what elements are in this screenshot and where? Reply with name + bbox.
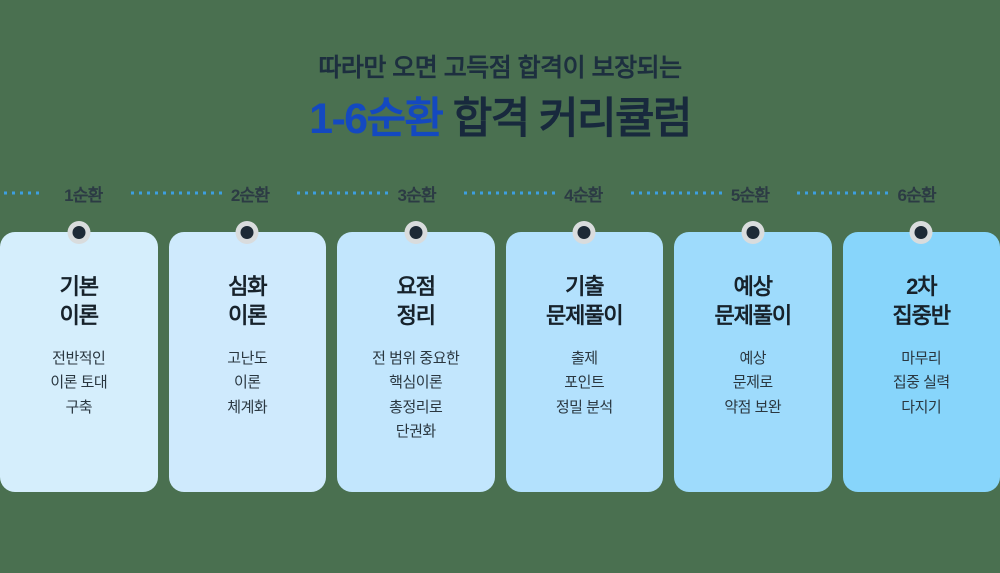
page-title-rest: 합격 커리큘럼 [442,94,693,143]
card-title: 기본 이론 [59,274,99,329]
heading-block: 따라만 오면 고득점 합격이 보장되는 1-6순환 합격 커리큘럼 [0,52,1000,146]
card-description: 출제 포인트 정밀 분석 [555,350,613,416]
step-label-4: 4순환 [564,185,603,205]
pin-dot-icon [404,221,428,244]
pin-dot-icon [909,221,933,244]
pin-dot-icon [741,221,765,244]
card-title: 기출 문제풀이 [545,274,624,329]
pin-dot-icon [67,221,91,244]
curriculum-card-row: 기본 이론 전반적인 이론 토대 구축 심화 이론 고난도 이론 체계화 요점 … [0,221,1000,492]
step-cell-5: 5순환 [667,180,892,206]
curriculum-card[interactable]: 기출 문제풀이 출제 포인트 정밀 분석 [505,221,663,492]
page-title-accent: 1-6순환 [309,94,444,143]
curriculum-card[interactable]: 심화 이론 고난도 이론 체계화 [168,221,326,492]
connector-dots [297,191,392,195]
connector-dots [797,191,892,195]
step-label-3: 3순환 [397,185,437,205]
step-cell-6: 6순환 [833,180,1000,206]
step-label-5: 5순환 [730,185,770,205]
heading-subtitle: 따라만 오면 고득점 합격이 보장되는 [318,54,682,82]
step-cell-4: 4순환 [500,180,725,206]
card-description: 예상 문제로 약점 보완 [724,350,782,416]
card-title: 2차 집중반 [892,274,952,329]
card-description: 마무리 집중 실력 다지기 [892,350,950,416]
step-label-row: 1순환 2순환 3순환 4순환 5순환 6순환 [0,180,1000,206]
card-description: 전 범위 중요한 핵심이론 총정리로 단권화 [372,350,460,440]
card-title: 예상 문제풀이 [714,274,792,329]
card-title: 심화 이론 [228,274,267,329]
card-description: 전반적인 이론 토대 구축 [50,350,108,416]
connector-dots [464,191,559,195]
curriculum-card[interactable]: 2차 집중반 마무리 집중 실력 다지기 [842,221,1000,492]
step-cell-3: 3순환 [333,180,559,206]
card-description: 고난도 이론 체계화 [227,350,268,416]
connector-dots [0,191,44,195]
card-title: 요점 정리 [396,274,436,329]
step-label-2: 2순환 [230,185,270,205]
step-cell-1: 1순환 [0,180,225,206]
pin-dot-icon [235,221,259,244]
step-label-1: 1순환 [64,185,103,205]
curriculum-card[interactable]: 기본 이론 전반적인 이론 토대 구축 [0,221,158,492]
curriculum-card[interactable]: 예상 문제풀이 예상 문제로 약점 보완 [674,221,832,492]
page-title: 1-6순환 합격 커리큘럼 [0,93,1000,147]
connector-dots [630,191,725,195]
pin-dot-icon [572,221,596,244]
step-cell-2: 2순환 [167,180,392,206]
curriculum-card[interactable]: 요점 정리 전 범위 중요한 핵심이론 총정리로 단권화 [337,221,495,492]
step-label-6: 6순환 [897,185,937,205]
connector-dots [130,191,225,195]
